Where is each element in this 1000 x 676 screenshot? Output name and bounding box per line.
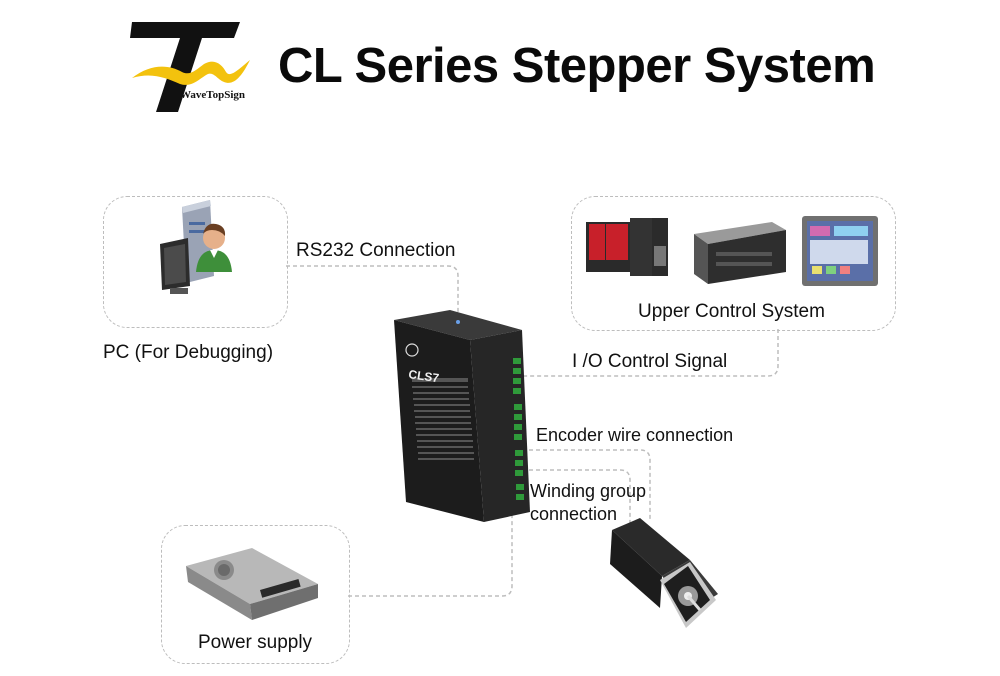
upper-control-label: Upper Control System [638,301,825,322]
driver-model: CLS7 [408,367,441,385]
io-signal-label: I /O Control Signal [572,351,728,372]
io-line [522,329,779,377]
winding-label-line1: Winding group [530,481,647,501]
stepper-motor-icon [610,518,718,628]
winding-line [522,469,631,526]
pc-icon [160,200,232,294]
encoder-line [522,449,651,520]
power-supply-label: Power supply [198,632,313,653]
logo-text: WaveTopSign [180,89,246,101]
touch-panel-icon [802,216,878,286]
plc-icon [586,218,668,276]
power-line [348,505,513,597]
upper-control-box [571,196,896,331]
page-title: CL Series Stepper System [278,39,876,93]
pc-box [103,196,288,328]
encoder-label: Encoder wire connection [536,425,734,445]
power-supply-box [161,525,350,664]
rs232-label: RS232 Connection [296,240,456,261]
winding-label-line2: connection [530,504,618,524]
wavetopsign-logo [130,22,250,112]
pc-label: PC (For Debugging) [103,342,274,363]
rs232-line [286,265,459,318]
industrial-pc-icon [694,222,786,284]
stepper-driver: CLS7 [394,310,530,522]
power-supply-icon [186,548,318,620]
